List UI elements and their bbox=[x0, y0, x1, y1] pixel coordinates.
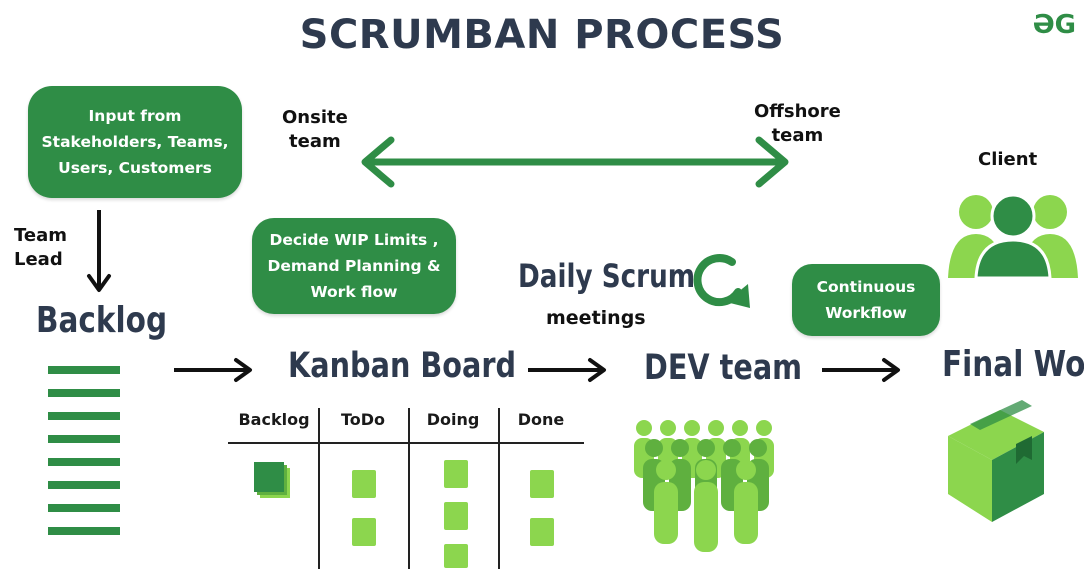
backlog-item bbox=[48, 366, 120, 374]
meetings-label: meetings bbox=[546, 307, 646, 329]
page-title: SCRUMBAN PROCESS bbox=[299, 12, 785, 58]
backlog-item bbox=[48, 527, 120, 535]
continuous-workflow-box: Continuous Workflow bbox=[792, 264, 940, 336]
column-header-doing: Doing bbox=[426, 410, 480, 429]
down-arrow-icon bbox=[87, 210, 111, 292]
input-box: Input from Stakeholders, Teams, Users, C… bbox=[28, 86, 242, 198]
backlog-item bbox=[48, 412, 120, 420]
backlog-item bbox=[48, 435, 120, 443]
backlog-item bbox=[48, 458, 120, 466]
client-group-icon bbox=[948, 193, 1078, 278]
offshore-label: Offshore team bbox=[754, 100, 841, 148]
column-header-backlog: Backlog bbox=[238, 410, 310, 429]
column-divider bbox=[498, 408, 500, 569]
client-label: Client bbox=[978, 149, 1038, 170]
column-header-todo: ToDo bbox=[340, 410, 386, 429]
sticky-note bbox=[352, 518, 376, 546]
sticky-note bbox=[352, 470, 376, 498]
column-divider bbox=[318, 408, 320, 569]
input-line-3: Users, Customers bbox=[58, 159, 212, 177]
sticky-note bbox=[444, 460, 468, 488]
team-lead-label: Team Lead bbox=[14, 224, 67, 272]
sticky-note-stack bbox=[254, 462, 294, 502]
team-lead-line-2: Lead bbox=[14, 249, 63, 270]
dev-team-title: DEV team bbox=[644, 348, 803, 388]
double-arrow-icon bbox=[361, 136, 789, 188]
sticky-note bbox=[530, 470, 554, 498]
onsite-line-1: Onsite bbox=[282, 107, 348, 128]
dev-team-crowd-icon bbox=[634, 420, 774, 552]
refresh-cycle-icon bbox=[693, 254, 750, 308]
input-line-2: Stakeholders, Teams, bbox=[41, 133, 229, 151]
onsite-label: Onsite team bbox=[282, 106, 348, 154]
backlog-title: Backlog bbox=[36, 300, 168, 341]
offshore-line-2: team bbox=[771, 125, 824, 146]
final-work-title: Final Work bbox=[942, 344, 1084, 385]
backlog-item bbox=[48, 389, 120, 397]
wip-line-1: Decide WIP Limits , bbox=[269, 231, 439, 249]
backlog-item bbox=[48, 504, 120, 512]
right-arrow-icon bbox=[174, 358, 252, 382]
right-arrow-icon bbox=[822, 358, 900, 382]
wip-line-2: Demand Planning & bbox=[267, 257, 441, 275]
wip-box: Decide WIP Limits , Demand Planning & Wo… bbox=[252, 218, 456, 314]
kanban-table: Backlog ToDo Doing Done bbox=[228, 404, 584, 569]
team-lead-line-1: Team bbox=[14, 225, 67, 246]
offshore-line-1: Offshore bbox=[754, 101, 841, 122]
sticky-note bbox=[444, 502, 468, 530]
column-header-done: Done bbox=[517, 410, 565, 429]
backlog-item bbox=[48, 481, 120, 489]
onsite-line-2: team bbox=[289, 131, 341, 152]
daily-scrum-label: Daily Scrum bbox=[518, 257, 696, 295]
kanban-board-title: Kanban Board bbox=[288, 346, 517, 386]
logo: ƏG bbox=[1032, 10, 1076, 40]
continuous-line-2: Workflow bbox=[825, 304, 907, 322]
table-header-divider bbox=[228, 442, 584, 444]
column-divider bbox=[408, 408, 410, 569]
continuous-line-1: Continuous bbox=[816, 278, 916, 296]
right-arrow-icon bbox=[528, 358, 606, 382]
sticky-note bbox=[444, 544, 468, 568]
input-line-1: Input from bbox=[88, 107, 182, 125]
package-box-icon bbox=[948, 400, 1044, 522]
wip-line-3: Work flow bbox=[310, 283, 398, 301]
sticky-note bbox=[530, 518, 554, 546]
